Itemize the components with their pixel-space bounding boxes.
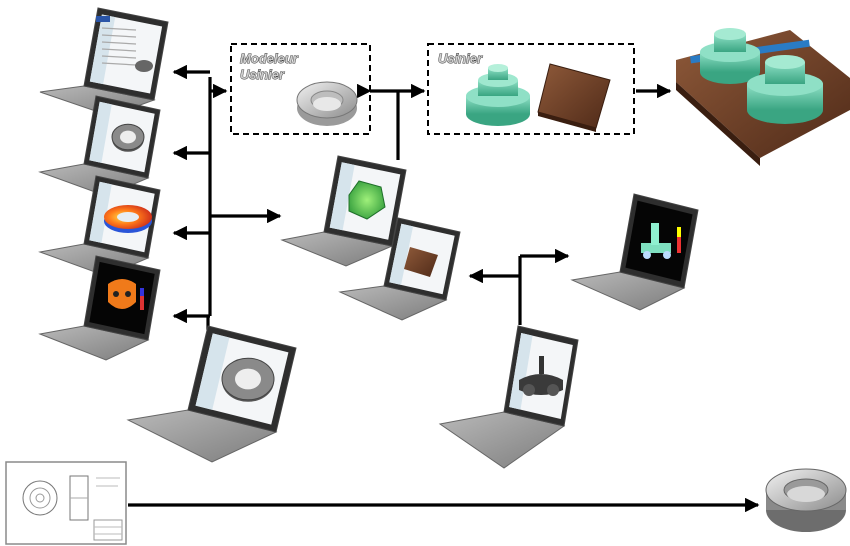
screen-content: [221, 357, 275, 402]
laptop-icon: [338, 217, 461, 321]
ring-part-icon: [296, 81, 358, 126]
laptop-icon: [438, 325, 579, 469]
modeleur-usinier-box: Modeleur Usinier: [230, 43, 371, 135]
screen-content: [348, 180, 386, 220]
laptop-icon: [280, 155, 407, 267]
laptop-icon: [38, 255, 161, 361]
laptop-icon: [38, 95, 161, 197]
finished-ring-icon: [765, 468, 847, 532]
laptop-icon: [126, 325, 297, 463]
modeleur-label-line1: Modeleur: [240, 51, 299, 66]
fixture-plate-icon: [676, 28, 850, 166]
screen-content: [104, 205, 152, 233]
screen-content: [108, 279, 144, 310]
laptop-icon: [38, 175, 161, 277]
screen-content: [404, 247, 438, 277]
screen-content: [111, 123, 145, 152]
screen-content: [96, 16, 153, 72]
turned-part-icon: [466, 64, 530, 126]
screen-content: [641, 223, 681, 259]
stock-plate-icon: [537, 63, 611, 132]
connectors: [128, 64, 760, 513]
screen-content: [519, 356, 563, 396]
modeleur-label-line2: Usinier: [240, 67, 285, 82]
usinier-label: Usinier: [438, 51, 483, 66]
laptop-icon: [570, 193, 699, 311]
usinier-box: Usinier: [427, 43, 635, 135]
technical-drawing-icon: [5, 461, 127, 545]
